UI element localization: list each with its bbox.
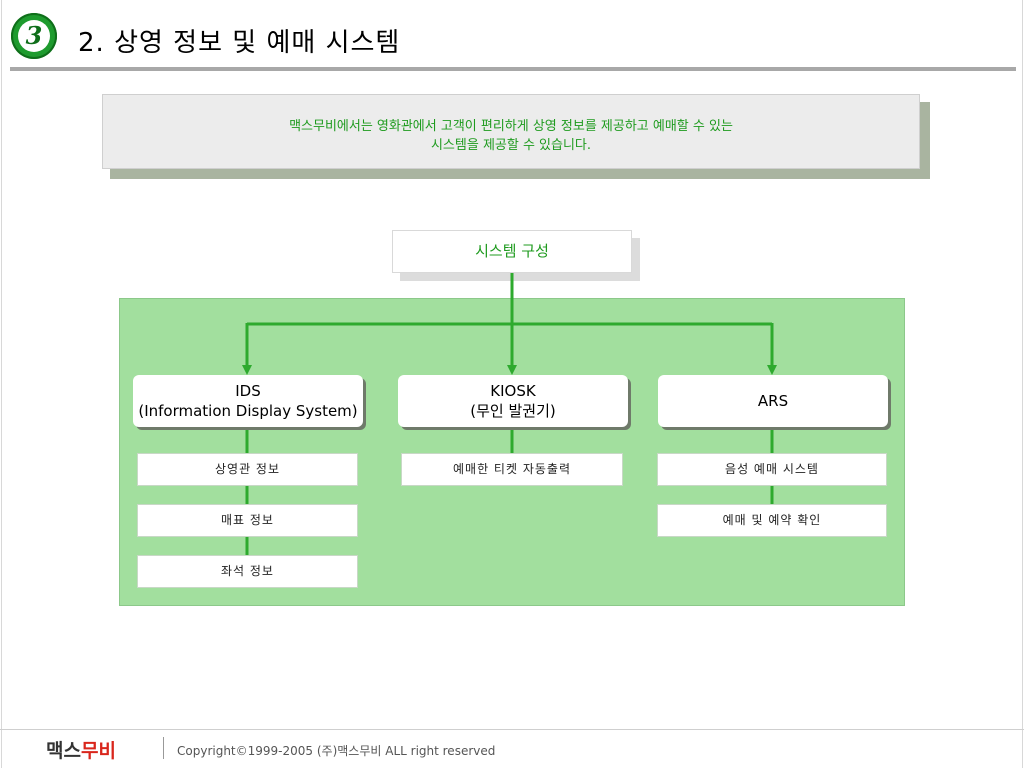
logo-part-1: 맥스 xyxy=(46,740,81,762)
page-title: 2. 상영 정보 및 예매 시스템 xyxy=(78,28,401,58)
intro-box: 맥스무비에서는 영화관에서 고객이 편리하게 상영 정보를 제공하고 예매할 수… xyxy=(102,94,920,169)
section-number: 3 xyxy=(18,20,50,52)
ids-item-seat-info: 좌석 정보 xyxy=(137,555,358,588)
ars-item-booking-check: 예매 및 예약 확인 xyxy=(657,504,887,537)
category-ids: IDS (Information Display System) xyxy=(133,375,363,427)
section-number-badge: 3 xyxy=(11,13,57,59)
category-kiosk-name: KIOSK xyxy=(490,382,536,400)
category-ids-description: (Information Display System) xyxy=(138,402,358,420)
copyright-text: Copyright©1999-2005 (주)맥스무비 ALL right re… xyxy=(177,744,496,758)
maxmovie-logo: 맥스무비 xyxy=(46,736,116,763)
system-composition-label: 시스템 구성 xyxy=(392,230,632,273)
category-kiosk: KIOSK (무인 발권기) xyxy=(398,375,628,427)
arrow-kiosk xyxy=(507,365,517,375)
category-ids-name: IDS xyxy=(235,382,261,400)
ars-item-voice-booking: 음성 예매 시스템 xyxy=(657,453,887,486)
ids-item-screen-info: 상영관 정보 xyxy=(137,453,358,486)
logo-part-2: 무비 xyxy=(80,740,116,762)
frame-right-edge xyxy=(1022,0,1023,768)
category-kiosk-description: (무인 발권기) xyxy=(470,402,556,420)
footer-divider xyxy=(0,729,1024,730)
footer-separator xyxy=(163,737,164,759)
kiosk-item-auto-print: 예매한 티켓 자동출력 xyxy=(401,453,623,486)
category-ars-name: ARS xyxy=(757,392,789,410)
intro-line-2: 시스템을 제공할 수 있습니다. xyxy=(430,138,592,153)
arrow-ids xyxy=(242,365,252,375)
category-ars: ARS xyxy=(658,375,888,427)
ids-item-ticket-info: 매표 정보 xyxy=(137,504,358,537)
title-divider xyxy=(10,67,1016,71)
arrow-ars xyxy=(767,365,777,375)
intro-line-1: 맥스무비에서는 영화관에서 고객이 편리하게 상영 정보를 제공하고 예매할 수… xyxy=(289,119,733,134)
frame-left-edge xyxy=(1,0,2,768)
